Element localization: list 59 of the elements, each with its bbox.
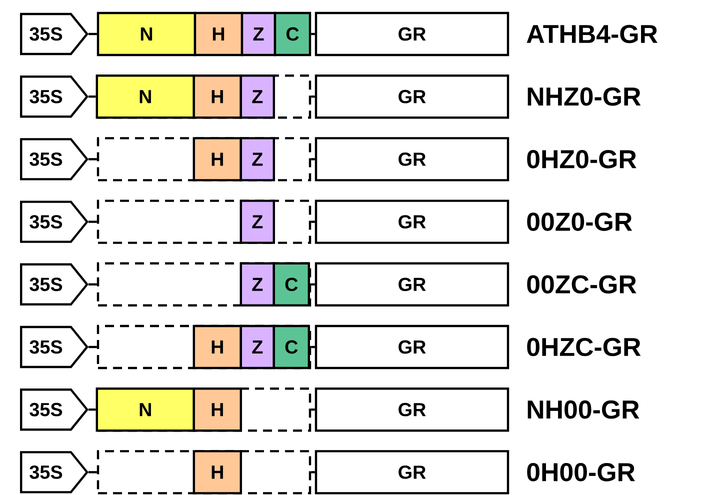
gr-box: GR: [314, 262, 510, 306]
domain-box: N: [96, 74, 195, 119]
domain-box: Z: [240, 137, 275, 182]
domain-box: N: [96, 12, 196, 56]
gr-box: GR: [314, 74, 510, 119]
linker-line: [88, 346, 97, 348]
linker-line: [88, 32, 97, 36]
dashed-region: [96, 450, 312, 494]
linker-line: [311, 220, 315, 223]
gr-box: GR: [314, 324, 510, 370]
linker-line: [311, 32, 315, 36]
domain-box: H: [192, 388, 242, 432]
linker-line: [88, 408, 96, 411]
construct-name: 00Z0-GR: [527, 212, 632, 231]
promoter-box: 35S: [20, 138, 89, 180]
domain-box: C: [272, 324, 310, 370]
domain-box: H: [192, 137, 242, 182]
linker-line: [311, 346, 315, 348]
domain-box: H: [192, 450, 242, 494]
linker-line: [88, 283, 97, 286]
promoter-box: 35S: [20, 326, 89, 368]
promoter-box: 35S: [20, 263, 89, 306]
domain-box: H: [192, 324, 242, 370]
promoter-box: 35S: [20, 76, 89, 118]
domain-box: H: [192, 74, 242, 119]
linker-line: [311, 283, 315, 286]
domain-box: Z: [240, 12, 276, 56]
domain-box: Z: [240, 200, 275, 244]
construct-name: NH00-GR: [528, 400, 640, 419]
linker-line: [311, 408, 315, 411]
promoter-box: 35S: [20, 388, 89, 431]
promoter-box: 35S: [20, 200, 89, 243]
promoter-box: 35S: [20, 451, 89, 494]
gr-box: GR: [314, 200, 510, 244]
domain-box: N: [96, 388, 195, 432]
construct-name: 00ZC-GR: [527, 275, 636, 294]
domain-box: C: [272, 262, 310, 306]
domain-box: Z: [240, 262, 275, 306]
domain-box: C: [274, 12, 312, 56]
domain-box: H: [194, 12, 244, 56]
gr-box: GR: [314, 450, 510, 494]
linker-line: [88, 158, 97, 160]
domain-box: Z: [240, 324, 275, 370]
linker-line: [88, 96, 96, 98]
linker-line: [88, 220, 97, 223]
gr-box: GR: [314, 12, 510, 56]
linker-line: [311, 158, 315, 160]
construct-name: 0H00-GR: [527, 463, 635, 482]
gr-box: GR: [314, 137, 510, 182]
linker-line: [88, 471, 97, 474]
linker-line: [311, 96, 315, 98]
construct-name: NHZ0-GR: [528, 87, 641, 106]
construct-name: ATHB4-GR: [526, 24, 658, 44]
promoter-box: 35S: [20, 12, 89, 56]
gr-box: GR: [314, 388, 510, 432]
domain-box: Z: [240, 74, 275, 119]
construct-name: 0HZ0-GR: [527, 150, 636, 168]
linker-line: [311, 471, 315, 474]
construct-name: 0HZC-GR: [527, 338, 641, 356]
